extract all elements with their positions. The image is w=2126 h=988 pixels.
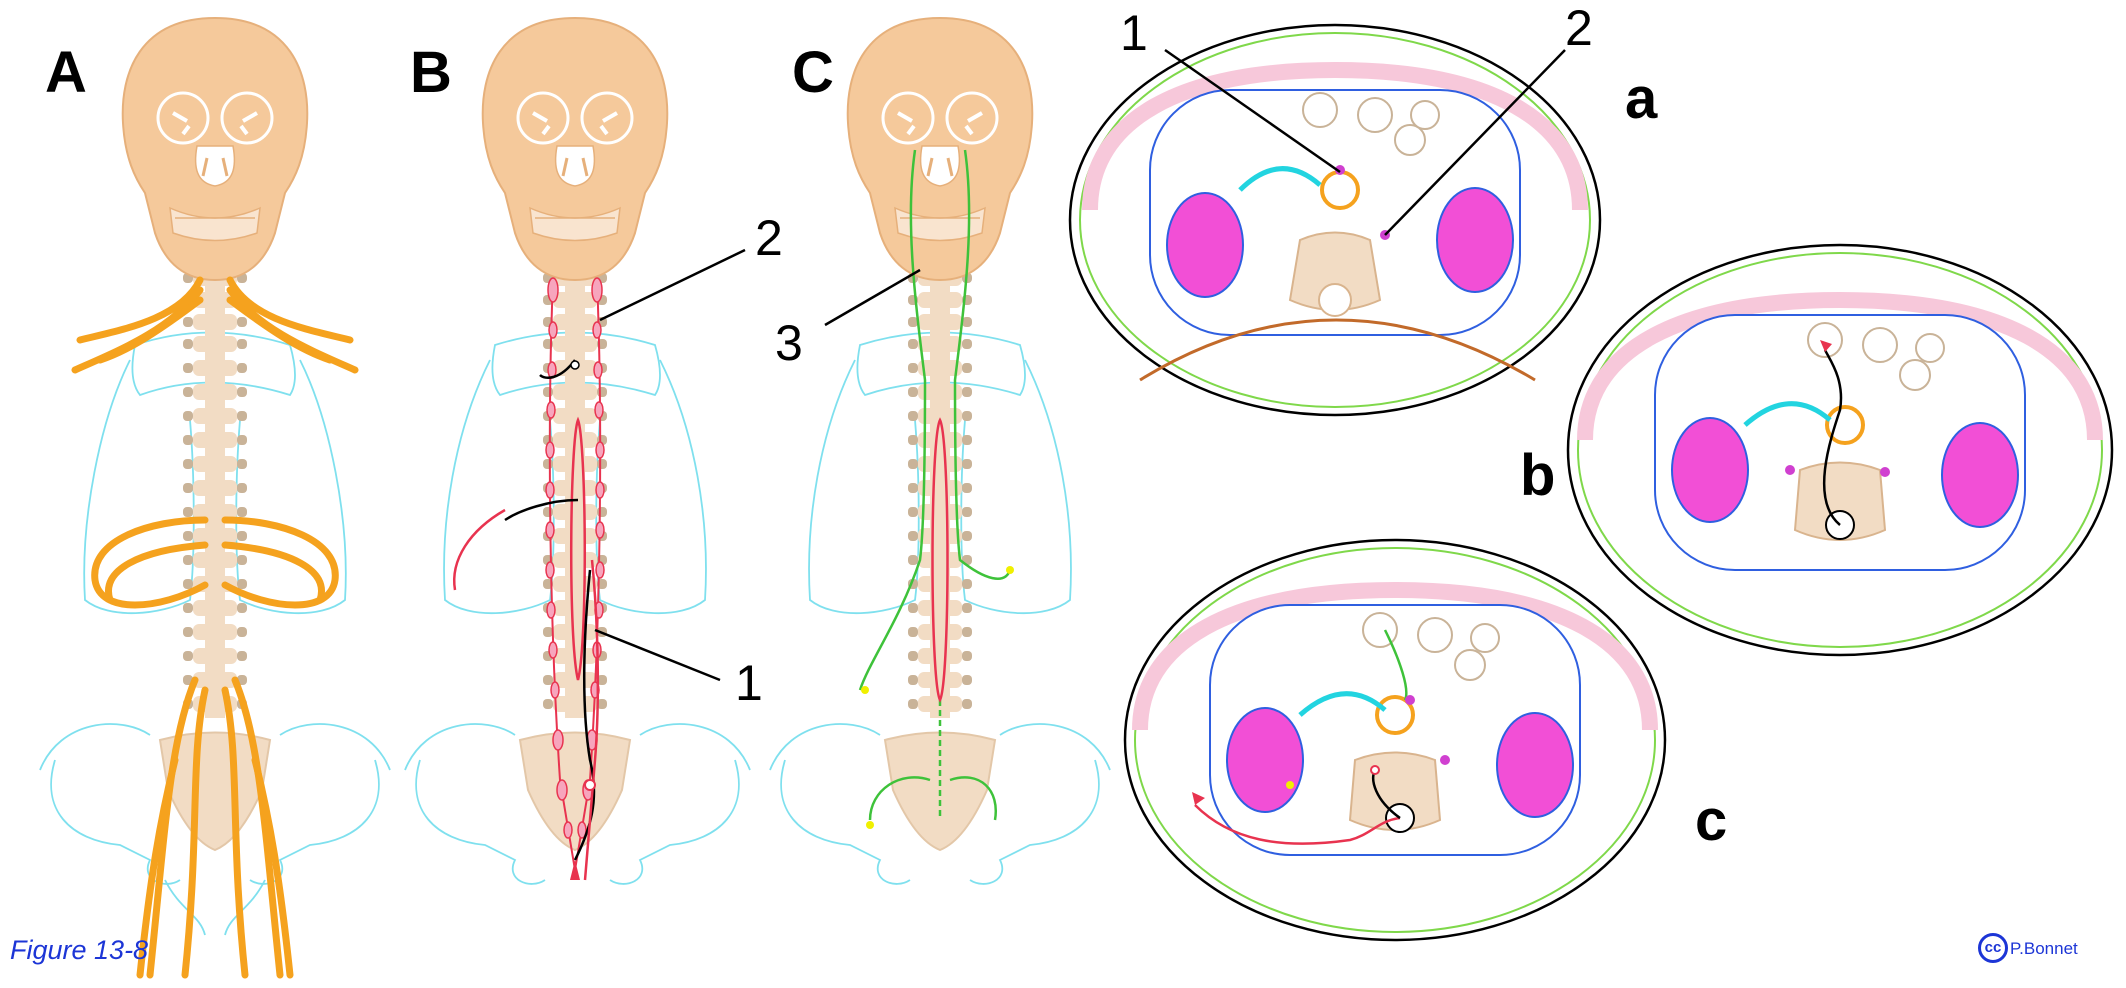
panel-C-skeleton: 3 C [769,16,1111,885]
author-credit: P.Bonnet [2010,939,2078,958]
panel-label-b: b [1520,443,1555,508]
figure-caption: Figure 13-8 [10,935,149,965]
cc-license-icon: cc [1978,933,2008,963]
cross-section-b: b [1520,243,2114,657]
callout-B-2: 2 [755,210,783,266]
panel-label-C: C [792,40,834,105]
cross-section-c: c [1123,538,1727,942]
callout-a-2: 2 [1565,0,1593,56]
callout-C-3: 3 [775,315,803,371]
callout-B-1: 1 [735,655,763,711]
panel-label-A: A [45,40,87,105]
callout-a-1: 1 [1120,5,1148,61]
panel-label-c: c [1695,788,1727,853]
panel-label-a: a [1625,66,1658,131]
panel-label-B: B [410,40,452,105]
panel-A-skeleton: A [39,16,391,979]
panel-B-skeleton: 2 1 B [404,16,783,885]
cross-section-a: 1 2 a [1068,0,1658,417]
